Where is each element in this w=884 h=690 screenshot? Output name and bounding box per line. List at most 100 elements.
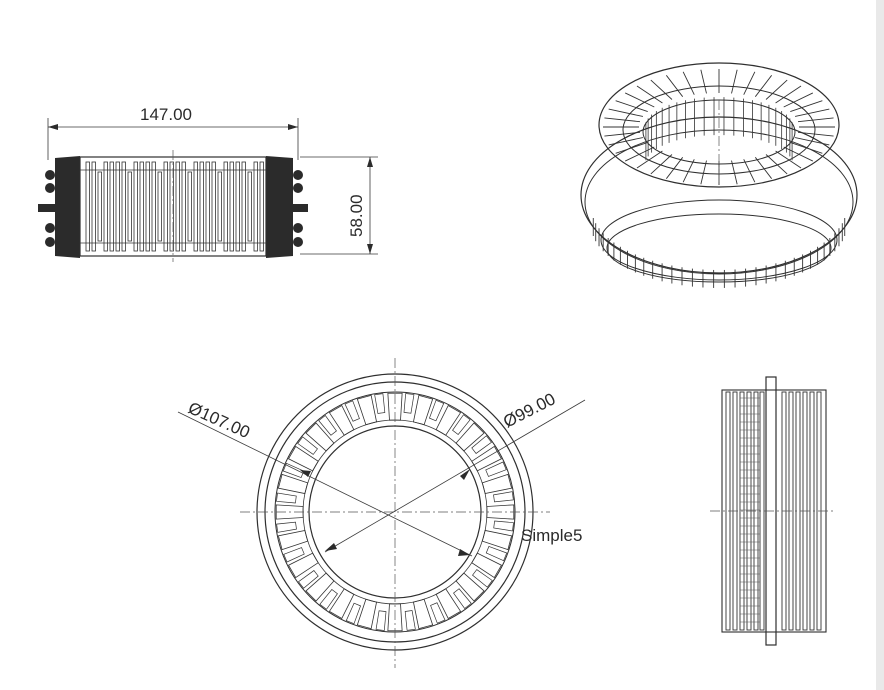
front-fin	[91, 161, 96, 252]
plan-slot	[435, 588, 462, 619]
plan-slot-inner	[297, 436, 318, 455]
side-view	[710, 376, 836, 646]
front-fin	[97, 171, 102, 242]
plan-slot	[412, 394, 434, 426]
iso-slot	[783, 92, 814, 108]
front-fin	[205, 161, 210, 252]
plan-slot-inner	[429, 399, 445, 422]
plan-slot-inner	[471, 435, 492, 454]
plan-slot-inner	[276, 521, 297, 533]
plan-slot-inner	[493, 520, 514, 532]
front-fin	[247, 171, 252, 242]
plan-slot-inner	[453, 588, 472, 609]
front-fin	[163, 161, 168, 252]
front-fin	[127, 171, 132, 242]
front-fin	[217, 171, 222, 242]
iso-slot	[624, 92, 655, 108]
front-view: 147.00 58.00	[38, 105, 378, 262]
front-fin	[145, 161, 150, 252]
iso-slot	[682, 159, 695, 183]
plan-view-slots	[275, 392, 515, 632]
plan-slot-inner	[375, 610, 387, 631]
iso-slot	[797, 131, 834, 137]
plan-slot	[387, 603, 403, 632]
plan-slot-inner	[374, 393, 386, 414]
iso-slot	[790, 100, 823, 112]
iso-slot	[650, 79, 673, 100]
iso-slot	[754, 75, 773, 97]
iso-slot	[775, 85, 802, 104]
plan-slot-inner	[452, 414, 471, 435]
plan-slot	[471, 552, 502, 579]
iso-slot	[682, 71, 695, 95]
plan-slot-inner	[344, 400, 360, 422]
front-fin	[211, 161, 216, 252]
height-dimension-label: 58.00	[347, 194, 366, 237]
page-edge	[876, 0, 884, 690]
plan-slot	[328, 405, 355, 436]
iso-slot	[731, 160, 738, 185]
iso-slot	[650, 154, 673, 175]
front-fin	[103, 161, 108, 252]
plan-slot-inner	[485, 546, 508, 562]
plan-slot	[328, 588, 355, 619]
front-fin	[187, 171, 192, 242]
plan-slot	[455, 422, 485, 452]
plan-slot-inner	[472, 569, 493, 588]
front-fin	[181, 161, 186, 252]
plan-slot	[356, 394, 378, 426]
isometric-view-slots	[603, 69, 835, 185]
iso-slot	[775, 150, 802, 169]
iso-slot	[636, 85, 663, 104]
plan-slot	[277, 473, 309, 495]
isometric-view	[580, 62, 858, 288]
part-name-label: Simple5	[521, 526, 582, 545]
plan-view: Ø107.00 Ø99.00 Simple5	[177, 358, 586, 668]
iso-slot	[624, 146, 655, 162]
plan-slot	[275, 504, 304, 520]
front-fin	[235, 161, 240, 252]
plan-slot	[486, 504, 515, 520]
iso-slot	[797, 117, 834, 123]
iso-slot	[754, 157, 773, 179]
front-fin	[109, 161, 114, 252]
front-fin	[193, 161, 198, 252]
plan-slot-inner	[485, 461, 507, 477]
front-fin	[169, 161, 174, 252]
plan-slot-inner	[298, 570, 319, 589]
front-fin	[115, 161, 120, 252]
front-fin	[253, 161, 258, 252]
plan-slot	[288, 445, 319, 472]
iso-slot	[743, 71, 756, 95]
iso-slot	[608, 108, 644, 117]
plan-slot	[455, 572, 485, 602]
front-fin	[151, 161, 156, 252]
plan-slot-inner	[318, 415, 337, 436]
iso-slot	[783, 146, 814, 162]
plan-slot-inner	[403, 393, 415, 414]
iso-slot	[743, 159, 756, 183]
side-fin	[739, 391, 745, 631]
plan-slot	[471, 445, 502, 472]
front-fin	[121, 161, 126, 252]
iso-slot	[604, 131, 641, 137]
front-fin	[223, 161, 228, 252]
plan-slot-inner	[276, 492, 297, 504]
front-fin	[199, 161, 204, 252]
plan-slot	[481, 529, 513, 551]
iso-slot	[608, 137, 644, 146]
iso-slot	[636, 150, 663, 169]
iso-slot	[615, 100, 648, 112]
iso-slot	[615, 142, 648, 154]
plan-slot-inner	[493, 491, 514, 503]
iso-slot	[765, 154, 788, 175]
front-fin	[259, 161, 264, 252]
plan-slot	[412, 598, 434, 630]
iso-slot	[604, 117, 641, 123]
iso-slot	[665, 157, 684, 179]
iso-slot	[665, 75, 684, 97]
plan-slot	[305, 572, 335, 602]
front-fin	[133, 161, 138, 252]
plan-slot	[387, 392, 403, 421]
